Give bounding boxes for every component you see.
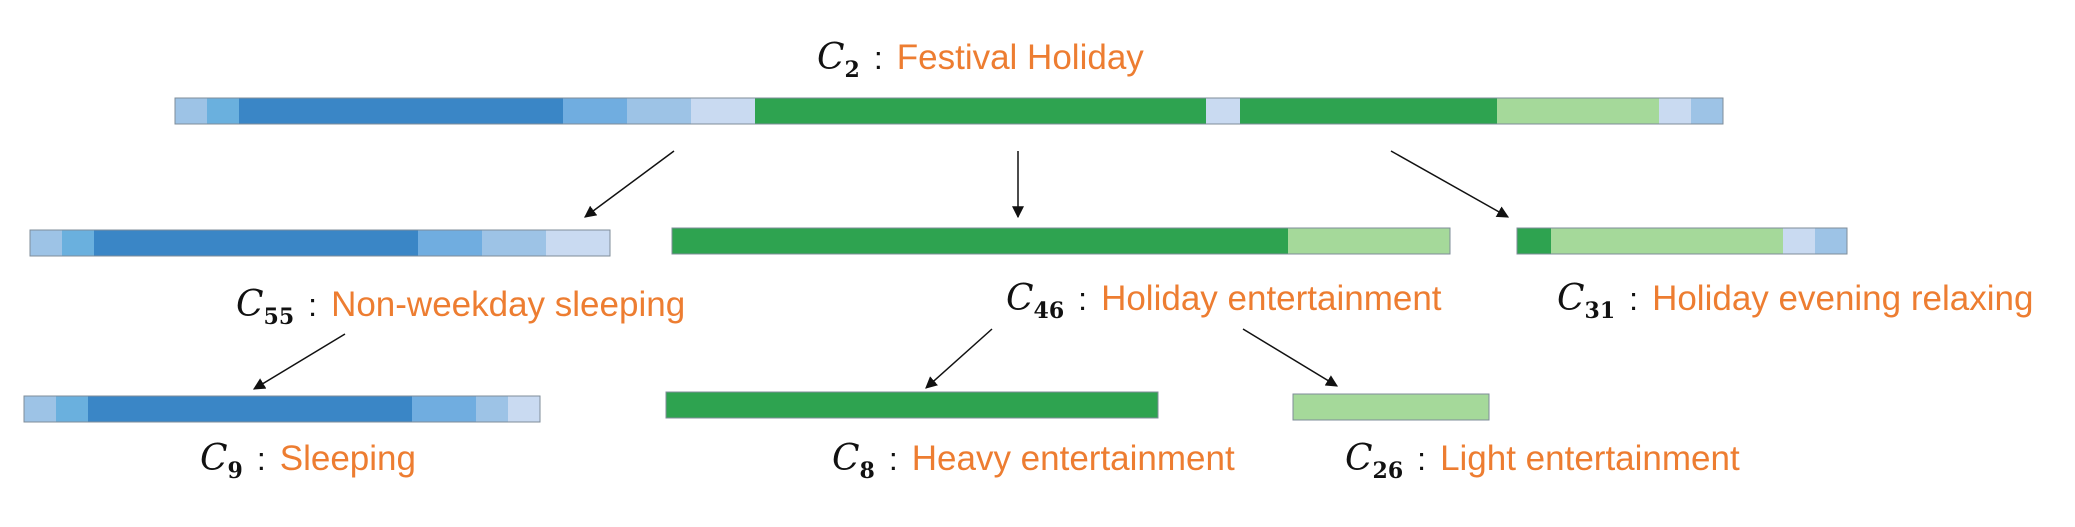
bar-segment [1691,98,1723,124]
bar-c55 [29,229,611,257]
bar-segment [175,98,207,124]
bar-segment [24,396,56,422]
bar-c31 [1516,227,1848,255]
cluster-name: C8 [832,438,875,485]
bar-segment [418,230,482,256]
bar-segment [546,230,610,256]
bar-c46 [671,227,1451,255]
cluster-description: Festival Holiday [896,38,1144,77]
bar-segment [666,392,1158,418]
arrow-c46-to-c26 [1242,328,1339,387]
label-c26: C26:Light entertainment [1345,438,1740,485]
arrow-c2-to-c31 [1390,150,1510,218]
bar-outline [174,97,1724,125]
cluster-name: C9 [200,438,243,485]
label-c9: C9:Sleeping [200,438,416,485]
cluster-name: C31 [1557,278,1616,325]
bar-segment [207,98,239,124]
bar-segment [476,396,508,422]
bar-outline [1516,227,1848,255]
bar-segment [691,98,755,124]
bar-c8 [665,391,1159,419]
bar-segment [1783,228,1815,254]
cluster-description: Heavy entertainment [911,439,1235,478]
cluster-description: Holiday entertainment [1101,279,1442,318]
bar-segment [755,98,1206,124]
bar-c26 [1292,393,1490,421]
bar-segment [239,98,563,124]
bar-segment [627,98,691,124]
bar-outline [23,395,541,423]
bar-outline [665,391,1159,419]
bar-outline [671,227,1451,255]
bar-segment [482,230,546,256]
bar-segment [1293,394,1489,420]
bar-segment [508,396,540,422]
bar-segment [672,228,1288,254]
cluster-description: Light entertainment [1440,439,1740,478]
bar-segment [1551,228,1783,254]
bar-segment [1659,98,1691,124]
bar-segment [563,98,627,124]
cluster-name: C55 [236,284,295,331]
bar-segment [1517,228,1551,254]
cluster-description: Holiday evening relaxing [1652,279,2034,318]
label-c31: C31:Holiday evening relaxing [1557,278,2034,325]
bar-outline [29,229,611,257]
bar-segment [1240,98,1497,124]
arrow-c46-to-c8 [925,328,993,389]
label-c55: C55:Non-weekday sleeping [236,284,686,331]
label-c46: C46:Holiday entertainment [1006,278,1442,325]
bar-segment [1815,228,1847,254]
bar-segment [88,396,412,422]
cluster-name: C46 [1006,278,1065,325]
label-c2: C2:Festival Holiday [817,37,1144,84]
arrow-c2-to-c55 [584,150,675,218]
arrow-c55-to-c9 [252,333,346,390]
cluster-name: C2 [817,37,860,84]
label-c8: C8:Heavy entertainment [832,438,1235,485]
bar-segment [1288,228,1450,254]
bar-c9 [23,395,541,423]
bar-segment [412,396,476,422]
bar-segment [1206,98,1240,124]
bar-outline [1292,393,1490,421]
bar-segment [62,230,94,256]
cluster-description: Sleeping [279,439,416,478]
bar-segment [30,230,62,256]
cluster-description: Non-weekday sleeping [331,285,686,324]
cluster-name: C26 [1345,438,1404,485]
bar-c2 [174,97,1724,125]
bar-segment [94,230,418,256]
bar-segment [56,396,88,422]
bar-segment [1497,98,1659,124]
